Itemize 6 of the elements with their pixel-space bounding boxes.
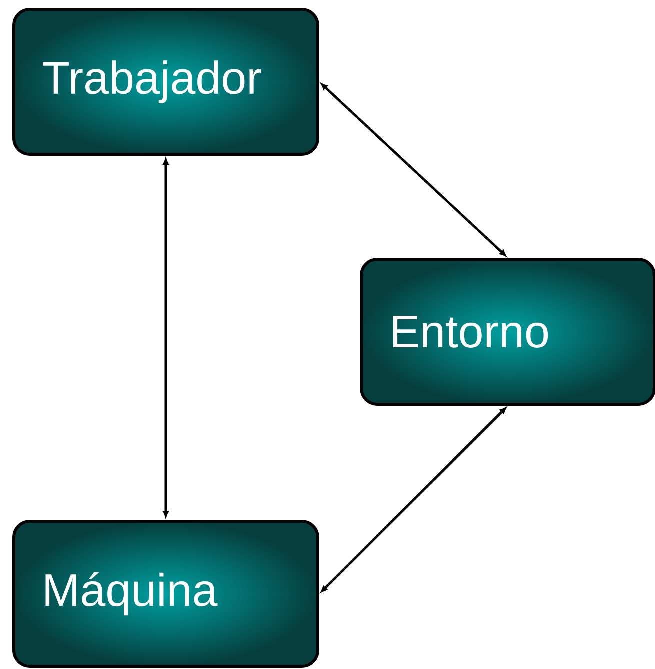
process-box: Entorno bbox=[360, 258, 655, 406]
arrow bbox=[321, 84, 506, 256]
process-box: Máquina bbox=[12, 520, 320, 668]
arrow bbox=[163, 158, 169, 518]
process-box: Trabajador bbox=[12, 8, 320, 156]
arrow bbox=[321, 408, 506, 592]
